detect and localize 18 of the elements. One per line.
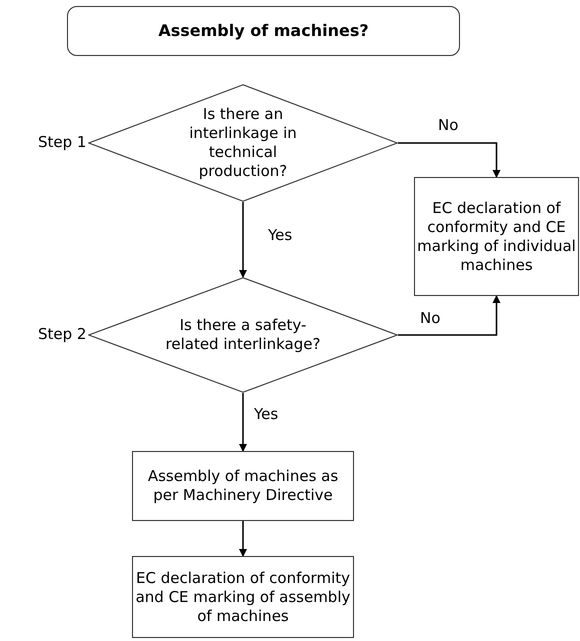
process-box <box>132 451 354 521</box>
decision-diamond <box>88 277 398 393</box>
step-label: Step 1 <box>38 133 86 152</box>
arrow <box>398 295 500 336</box>
arrow <box>239 202 247 278</box>
box-text: EC declaration of conformity and CE marking of assembly of machines <box>136 568 350 626</box>
decision-text: Is there a safety-related interlinkage? <box>164 316 322 354</box>
decision-text: Is there an interlinkage in technical production? <box>188 105 298 181</box>
arrow <box>398 142 500 178</box>
process-box <box>414 177 579 296</box>
arrow <box>239 393 247 452</box>
decision-diamond <box>88 84 398 202</box>
box-text: EC declaration of conformity and CE marking of individual machines <box>416 198 576 274</box>
arrow <box>239 521 247 557</box>
step-label: Step 2 <box>38 325 86 344</box>
title: Assembly of machines? <box>158 20 369 42</box>
box-text: Assembly of machines as per Machinery Directive <box>146 467 340 505</box>
process-box <box>132 556 354 638</box>
